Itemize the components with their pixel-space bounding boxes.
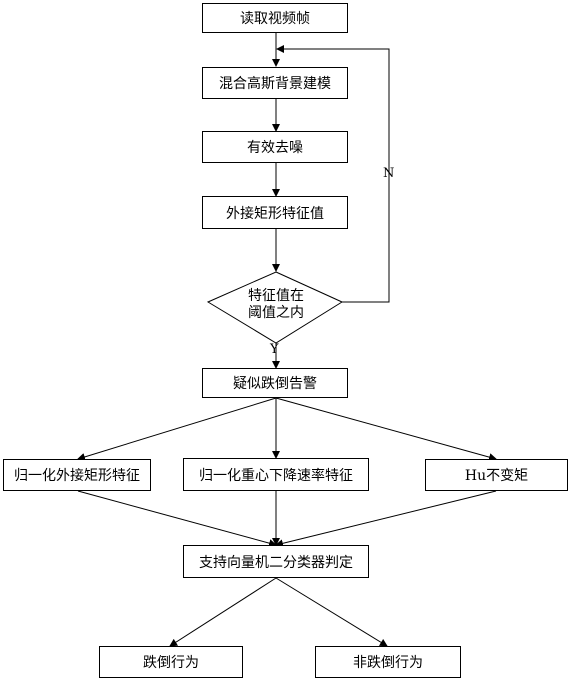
arrow-decision-no-loop — [276, 45, 390, 303]
denoise-label: 有效去噪 — [247, 140, 303, 156]
arrow-alarm-to-hu — [275, 397, 497, 461]
fall-box: 跌倒行为 — [99, 646, 243, 678]
non-fall-label: 非跌倒行为 — [353, 655, 423, 671]
denoise-box: 有效去噪 — [202, 131, 348, 163]
read-frame-label: 读取视频帧 — [240, 11, 310, 27]
gmm-label: 混合高斯背景建模 — [219, 76, 331, 92]
norm-rect-box: 归一化外接矩形特征 — [3, 459, 151, 491]
norm-centroid-box: 归一化重心下降速率特征 — [183, 458, 369, 491]
rect-feature-label: 外接矩形特征值 — [226, 205, 324, 222]
fall-label: 跌倒行为 — [143, 655, 199, 671]
arrow-svm-to-fall — [169, 577, 277, 647]
arrow-hu-to-svm — [275, 490, 497, 548]
gmm-box: 混合高斯背景建模 — [202, 67, 348, 99]
edge-label-yes: Y — [270, 342, 279, 357]
decision-line-2: 阈值之内 — [248, 305, 304, 321]
hu-moments-box: Hu不变矩 — [425, 459, 568, 491]
decision-diamond — [206, 271, 344, 344]
arrow-alarm-to-norm-rect — [77, 397, 277, 461]
edge-label-no: N — [383, 166, 395, 181]
hu-moments-label: Hu不变矩 — [464, 468, 529, 484]
rect-feature-box: 外接矩形特征值 — [202, 196, 348, 229]
non-fall-box: 非跌倒行为 — [315, 646, 461, 678]
svm-label: 支持向量机二分类器判定 — [199, 554, 353, 571]
decision-line-1: 特征值在 — [248, 288, 304, 304]
arrow-svm-to-nonfall — [275, 577, 388, 647]
norm-centroid-label: 归一化重心下降速率特征 — [199, 467, 353, 484]
suspect-alarm-box: 疑似跌倒告警 — [202, 368, 348, 398]
decision-text: 特征值在 阈值之内 — [226, 288, 326, 322]
read-frame-box: 读取视频帧 — [202, 3, 348, 33]
norm-rect-label: 归一化外接矩形特征 — [14, 468, 140, 484]
arrow-norm-rect-to-svm — [77, 490, 277, 548]
suspect-alarm-label: 疑似跌倒告警 — [233, 376, 317, 392]
svm-box: 支持向量机二分类器判定 — [183, 545, 369, 578]
